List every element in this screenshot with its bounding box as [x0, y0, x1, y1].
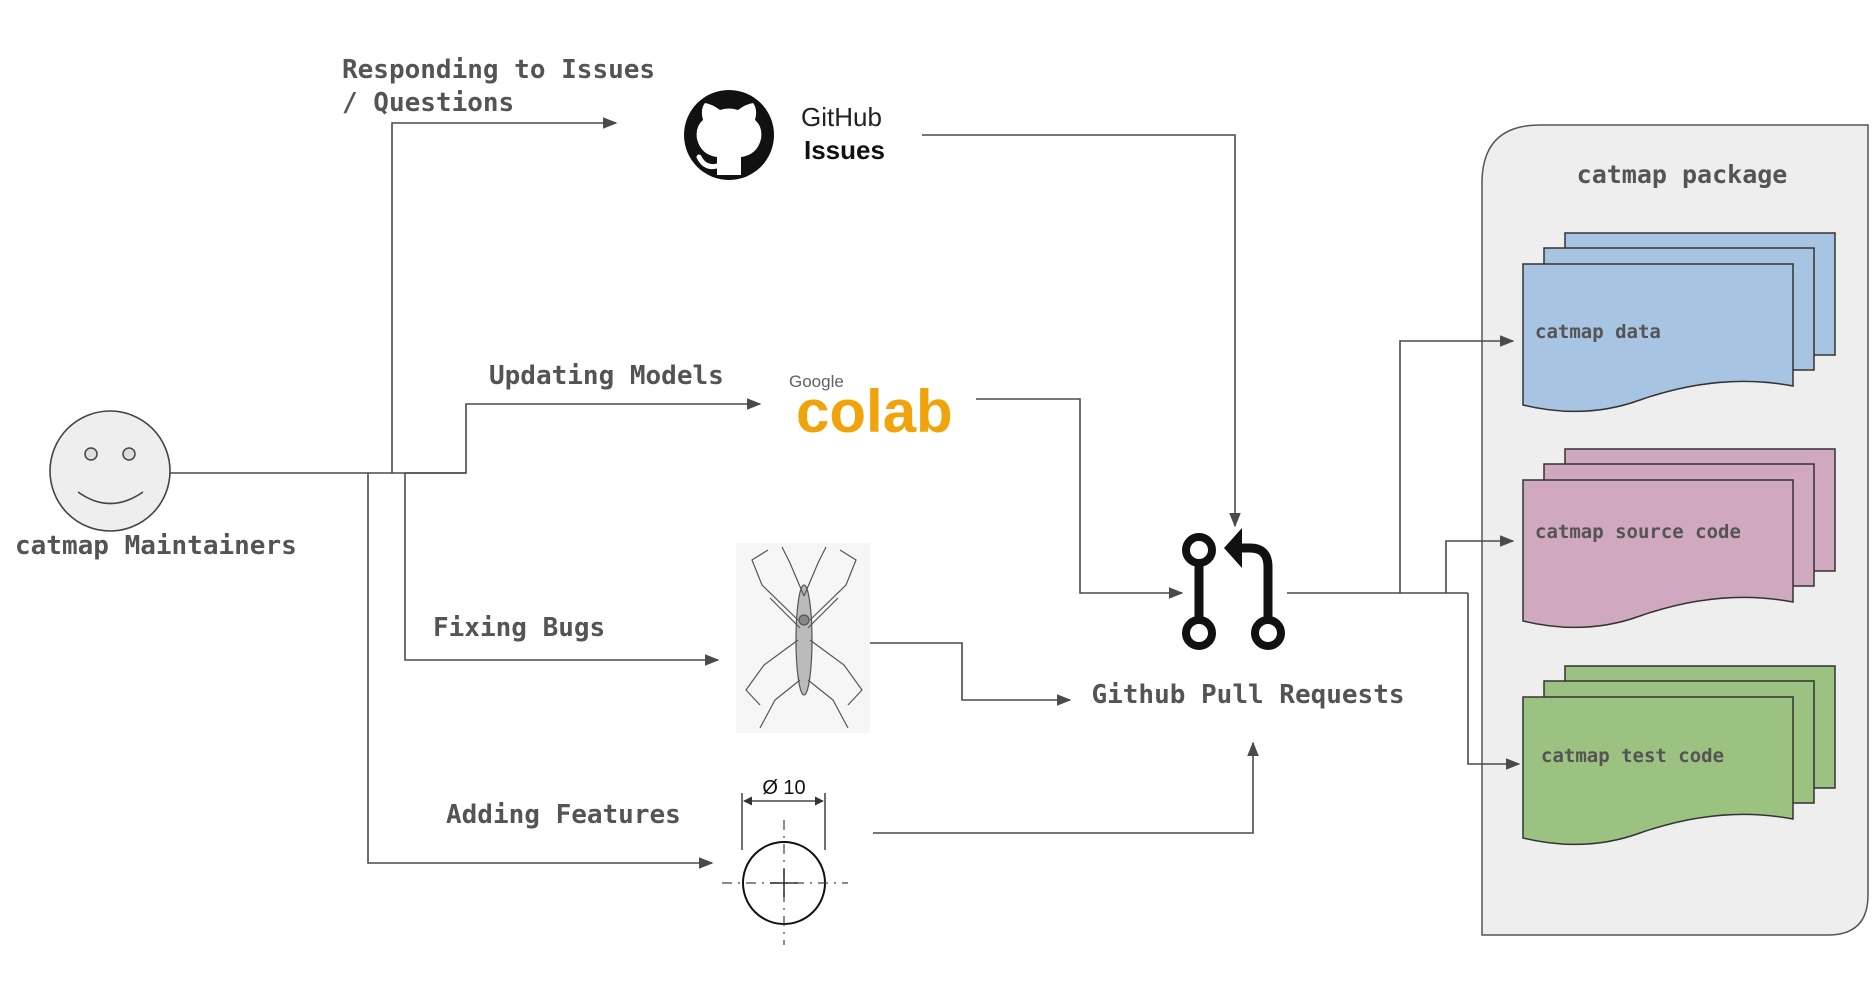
connector-pr-to-test: [1467, 593, 1521, 770]
github-issues-logo: GitHub Issues: [684, 90, 885, 180]
activity-label-issues-line: Responding to Issues: [342, 55, 655, 85]
package-item-test: catmap test code: [1522, 665, 1836, 846]
activity-label-models: Updating Models: [489, 361, 724, 391]
connector-to-features: [367, 473, 714, 869]
github-logo-line2: Issues: [804, 135, 885, 165]
smiley-face-icon: [49, 410, 171, 532]
package-title: catmap package: [1577, 160, 1788, 189]
connector-features-to-pr: [873, 741, 1259, 834]
insect-sketch-icon: [736, 543, 870, 733]
package-panel: catmap package catmap data catmap source…: [1481, 124, 1869, 936]
colab-logo-small: Google: [789, 372, 844, 391]
actor-label: catmap Maintainers: [15, 531, 297, 561]
package-item-label: catmap data: [1535, 321, 1661, 343]
connector-issues-to-pr: [922, 134, 1241, 528]
connector-colab-to-pr: [976, 398, 1184, 599]
activity-label-issues-line: / Questions: [342, 88, 514, 118]
package-item-source: catmap source code: [1522, 448, 1836, 629]
package-item-label: catmap source code: [1535, 521, 1741, 543]
git-pull-request-icon: [1182, 528, 1285, 650]
package-item-data: catmap data: [1522, 232, 1836, 413]
activity-label-issues: Responding to Issues/ Questions: [342, 55, 655, 118]
activity-label-features: Adding Features: [446, 800, 681, 830]
activity-label-bugs: Fixing Bugs: [433, 613, 605, 643]
maintainer-actor: catmap Maintainers: [15, 410, 297, 561]
connector-to-colab: [405, 398, 762, 474]
circle-dimension-drawing-icon: Ø 10: [722, 777, 848, 945]
github-octocat-icon: [684, 90, 774, 180]
connector-pr-to-data: [1399, 335, 1515, 593]
connectors: [170, 117, 1521, 869]
package-item-label: catmap test code: [1541, 745, 1724, 767]
pull-request-hub: Github Pull Requests: [1091, 528, 1405, 710]
connector-to-bugs: [404, 473, 720, 666]
colab-logo-big: colab: [796, 378, 953, 445]
colab-logo: Google colab: [789, 372, 953, 445]
github-logo-line1: GitHub: [801, 102, 882, 132]
connector-bugs-to-pr: [855, 642, 1072, 706]
connector-to-issues: [391, 117, 618, 473]
connector-pr-to-source: [1445, 535, 1515, 593]
pull-request-label: Github Pull Requests: [1091, 680, 1404, 710]
dimension-label: Ø 10: [762, 777, 805, 799]
